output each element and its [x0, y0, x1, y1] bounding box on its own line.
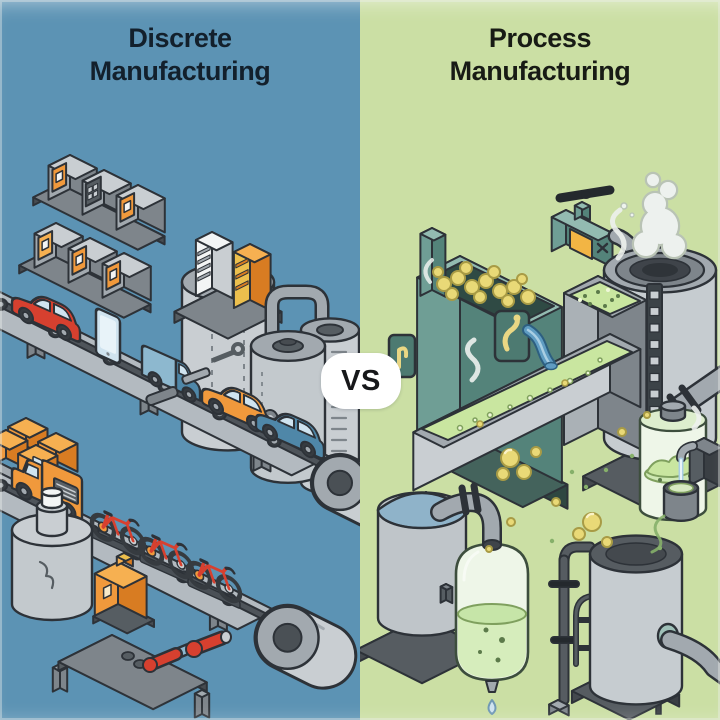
drip-vessel: [454, 539, 530, 715]
control-valve: [550, 185, 647, 271]
red-bicycle: [185, 558, 243, 609]
discrete-panel: Discrete Manufacturing: [0, 0, 360, 720]
pouring-liquid-stream: [522, 324, 558, 371]
smartphone: [94, 307, 122, 365]
workbench: [51, 552, 232, 719]
process-tank: [570, 534, 720, 720]
canister-machine: [10, 486, 94, 622]
orange-machine: [93, 552, 148, 620]
discrete-title-line2: Manufacturing: [89, 55, 271, 86]
blue-car: [254, 412, 326, 460]
red-bolts: [121, 630, 232, 673]
process-title-line1: Process: [488, 23, 592, 53]
ladder: [646, 283, 663, 423]
hopper-panel-right: [493, 309, 531, 363]
fruit-pile: [432, 261, 536, 308]
conveyor-belt-upper: [0, 290, 360, 527]
vs-label: VS: [341, 364, 381, 397]
process-illustration: [360, 171, 720, 720]
discrete-illustration: [0, 154, 360, 719]
loose-parts: [145, 342, 245, 407]
process-title-line2: Manufacturing: [449, 55, 631, 86]
standpipe: [548, 541, 596, 717]
transfer-pipe: [430, 482, 502, 556]
process-panel: Process Manufacturing: [360, 0, 720, 720]
steam-cloud: [631, 171, 688, 260]
vs-badge: VS: [321, 353, 401, 409]
blue-van: [140, 344, 202, 403]
tap-and-bucket: [662, 437, 720, 522]
appliance-shelves: [18, 154, 166, 319]
steam-wisps: [423, 207, 702, 554]
discrete-title: Discrete Manufacturing: [0, 22, 360, 88]
floating-bubbles: [485, 411, 663, 553]
orange-car: [200, 386, 272, 434]
conveyor-belt-lower: [0, 455, 358, 690]
process-title: Process Manufacturing: [360, 22, 720, 88]
red-car: [10, 295, 82, 343]
discrete-title-line1: Discrete: [128, 23, 232, 53]
